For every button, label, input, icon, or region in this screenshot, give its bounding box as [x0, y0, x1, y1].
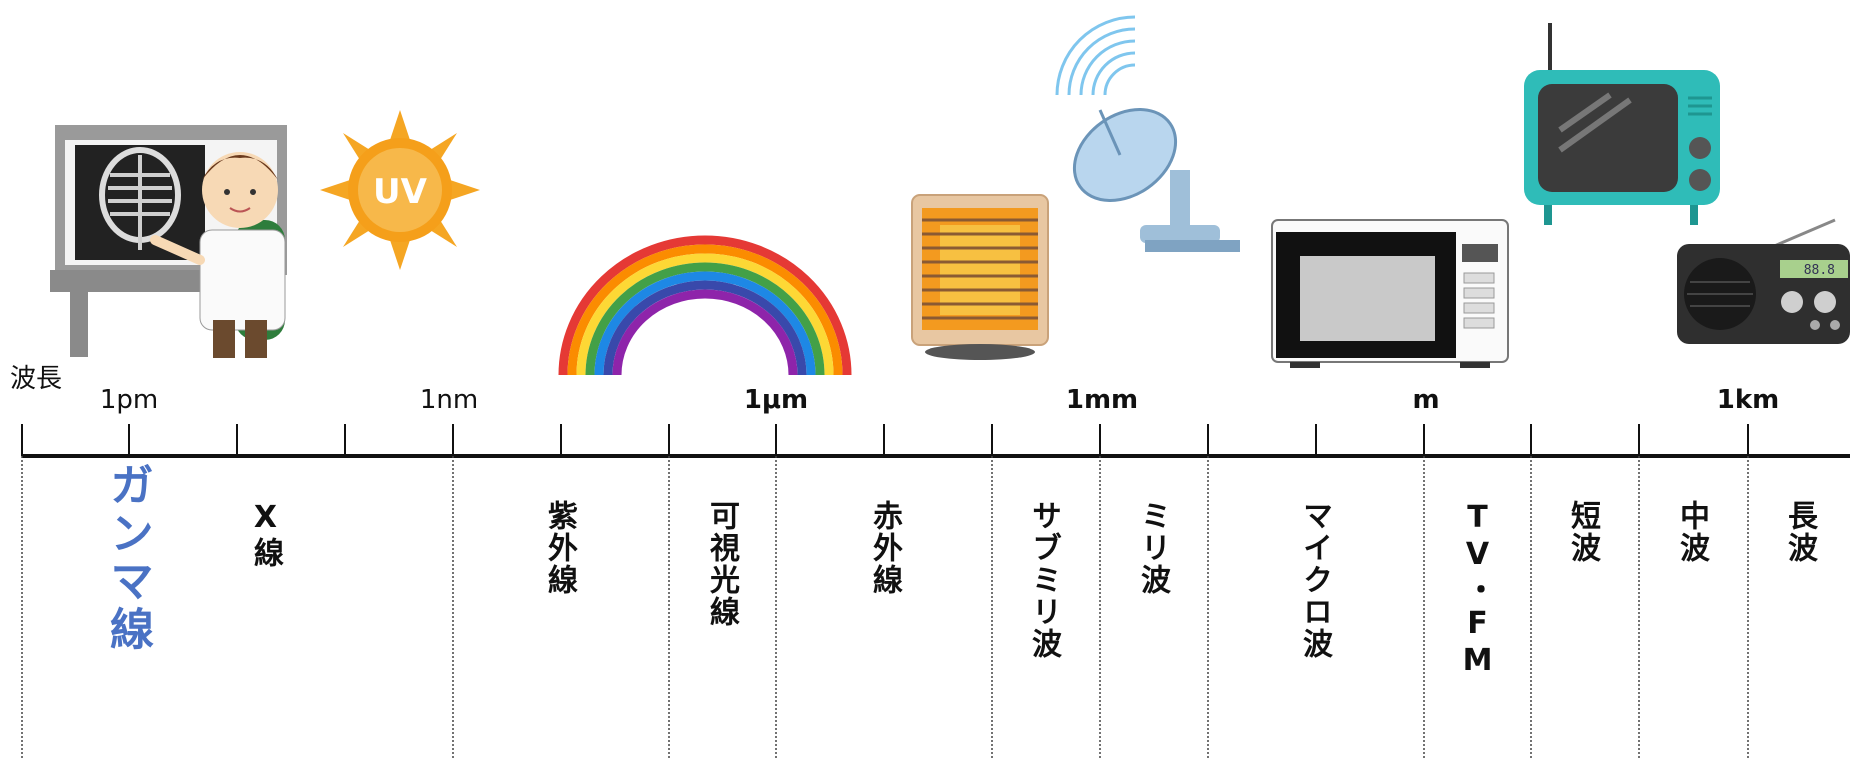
heater-illustration	[911, 194, 1049, 360]
band-label-xray: X線	[248, 500, 283, 569]
tick-label-1m: m	[1412, 385, 1440, 415]
tick-label-1um: 1μm	[743, 385, 809, 415]
uv-sun-illustration: UV	[320, 110, 480, 270]
band-label-tvfm: TV・FM	[1460, 500, 1495, 680]
xray-doctor-illustration	[50, 125, 287, 358]
rainbow-illustration	[558, 235, 852, 375]
band-label-mm: ミリ波	[1135, 500, 1170, 596]
tick-label-1mm: 1mm	[1065, 385, 1139, 415]
band-label-mediumwave: 中波	[1674, 500, 1709, 564]
tick-label-1km: 1km	[1716, 385, 1780, 415]
band-label-submm: サブミリ波	[1026, 500, 1061, 660]
satellite-dish-illustration	[1055, 15, 1240, 252]
band-label-shortwave: 短波	[1565, 500, 1600, 564]
radio-illustration: 88.8	[1677, 218, 1850, 344]
wavelength-axis	[21, 424, 1850, 759]
band-label-infrared: 赤外線	[867, 500, 902, 596]
band-label-visible: 可視光線	[704, 500, 739, 628]
uv-badge-text: UV	[373, 172, 428, 212]
television-illustration	[1524, 23, 1720, 225]
band-label-uv: 紫外線	[542, 500, 577, 596]
band-dividers	[21, 456, 1749, 759]
band-label-gamma: ガンマ線	[102, 462, 153, 654]
band-label-microwave: マイクロ波	[1297, 500, 1332, 660]
tick-label-1nm: 1nm	[419, 385, 479, 415]
tick-label-1pm: 1pm	[99, 385, 159, 415]
band-label-longwave: 長波	[1782, 500, 1817, 564]
tick-marks	[21, 424, 1749, 456]
wavelength-label: 波長	[10, 364, 63, 394]
microwave-oven-illustration	[1271, 219, 1509, 368]
radio-display-text: 88.8	[1804, 263, 1835, 278]
